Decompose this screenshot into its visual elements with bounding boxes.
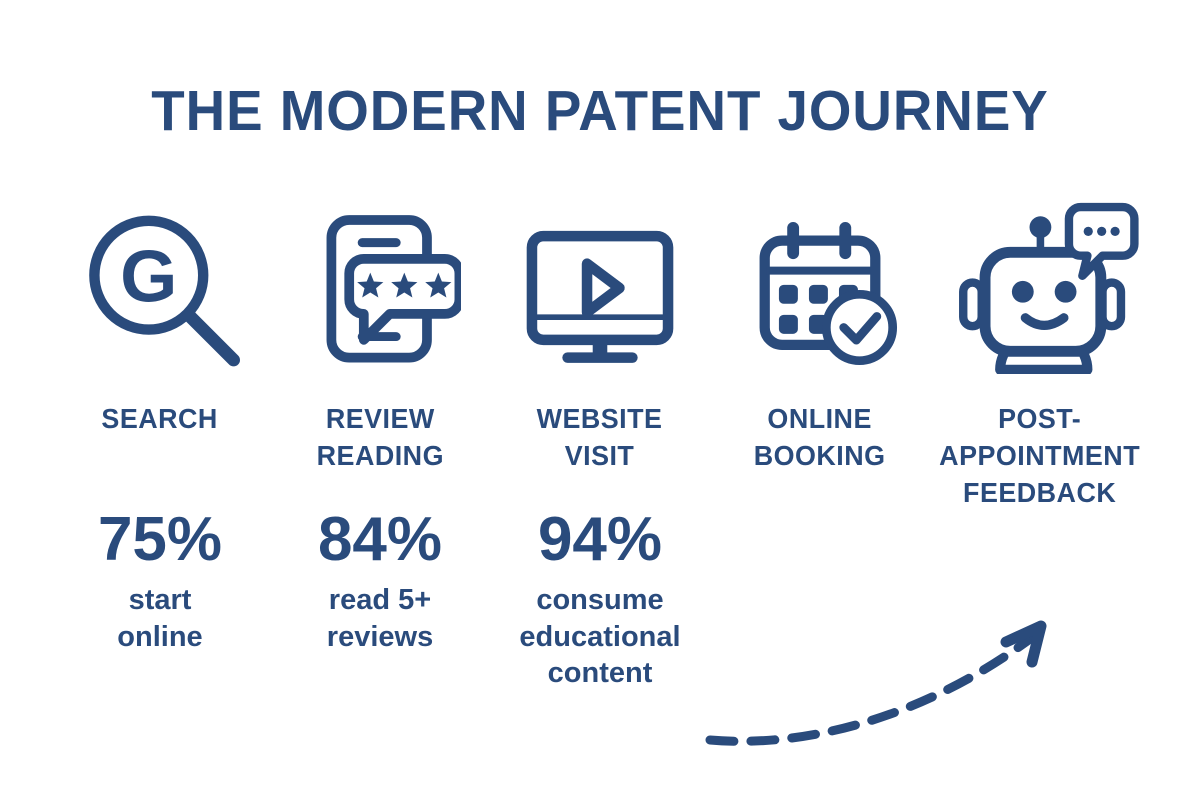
stat-description: consume educational content [490,582,710,692]
monitor-play-video-icon [519,190,681,386]
phone-review-stars-icon [299,190,461,386]
stage-online-booking: ONLINE BOOKING [710,190,930,512]
stats-row: 75% start online 84% read 5+ reviews 94%… [50,505,1150,692]
stages-row: G SEARCH [50,190,1150,512]
stat-description-line: online [117,620,203,653]
stage-review-reading: REVIEW READING [270,190,490,512]
calendar-check-icon-svg [759,222,898,366]
stage-label-search: SEARCH [102,400,218,437]
stage-label-line: POST- [998,403,1082,434]
stat-description: start online [50,582,270,655]
stage-post-appointment-feedback: POST- APPOINTMENT FEEDBACK [930,190,1150,512]
chatbot-speech-bubble-icon-svg [959,202,1139,374]
stat-search: 75% start online [50,505,270,692]
stat-website-visit: 94% consume educational content [490,505,710,692]
stat-value: 75% [97,505,223,574]
stat-description-line: reviews [326,620,434,653]
stage-label-line: WEBSITE [537,403,663,434]
monitor-play-video-icon-svg [526,230,674,363]
growth-arrow-svg [705,620,1047,746]
stat-description: read 5+ reviews [270,582,490,655]
stage-label-line: BOOKING [754,440,886,472]
stat-description-line: start [128,584,192,617]
stage-label-line: SEARCH [101,403,219,434]
page-title: THE MODERN PATENT JOURNEY [151,79,1049,144]
stage-label-line: READING [316,440,444,472]
stage-website-visit: WEBSITE VISIT [490,190,710,512]
google-g-letter: G [120,235,177,318]
stage-label-line: APPOINTMENT [939,440,1141,472]
stage-search: G SEARCH [50,190,270,512]
growth-arrow-icon [692,598,1072,763]
google-search-icon-svg: G [89,215,240,367]
stage-label-line: VISIT [565,440,635,472]
stage-label-online-booking: ONLINE BOOKING [754,400,886,474]
stat-value: 94% [537,505,663,574]
chatbot-speech-bubble-icon [941,190,1139,386]
stat-description-line: consume [536,584,664,617]
calendar-check-icon [741,190,899,386]
stat-value: 84% [317,505,443,574]
stat-description-line: read 5+ [328,584,432,617]
stage-label-line: FEEDBACK [963,477,1117,509]
stat-description-line: content [547,657,653,690]
stage-label-review-reading: REVIEW READING [316,400,443,474]
stage-label-line: REVIEW [325,403,435,434]
stage-label-line: ONLINE [767,403,873,434]
stage-label-post-appointment-feedback: POST- APPOINTMENT FEEDBACK [940,400,1141,512]
stat-description-line: educational [519,620,681,653]
stat-review-reading: 84% read 5+ reviews [270,505,490,692]
stage-label-website-visit: WEBSITE VISIT [537,400,663,474]
google-search-icon: G [80,190,240,386]
phone-review-stars-icon-svg [326,215,461,363]
